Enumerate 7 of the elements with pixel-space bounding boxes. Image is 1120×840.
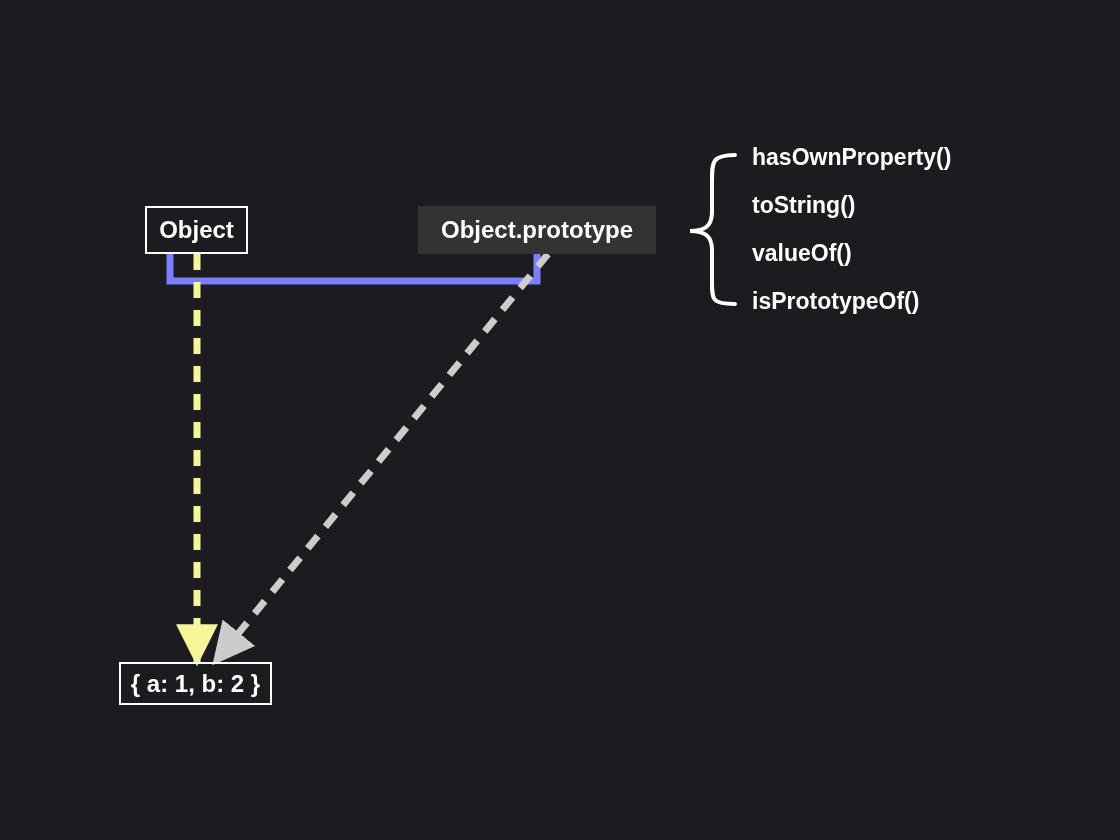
filled-label-box: Object.prototype <box>418 206 656 254</box>
method-name: valueOf() <box>752 240 852 267</box>
method-name: hasOwnProperty() <box>752 144 952 171</box>
method-name: isPrototypeOf() <box>752 288 920 315</box>
outlined-label-box: { a: 1, b: 2 } <box>119 662 272 705</box>
outlined-label-box: Object <box>145 206 248 254</box>
method-name: toString() <box>752 192 856 219</box>
